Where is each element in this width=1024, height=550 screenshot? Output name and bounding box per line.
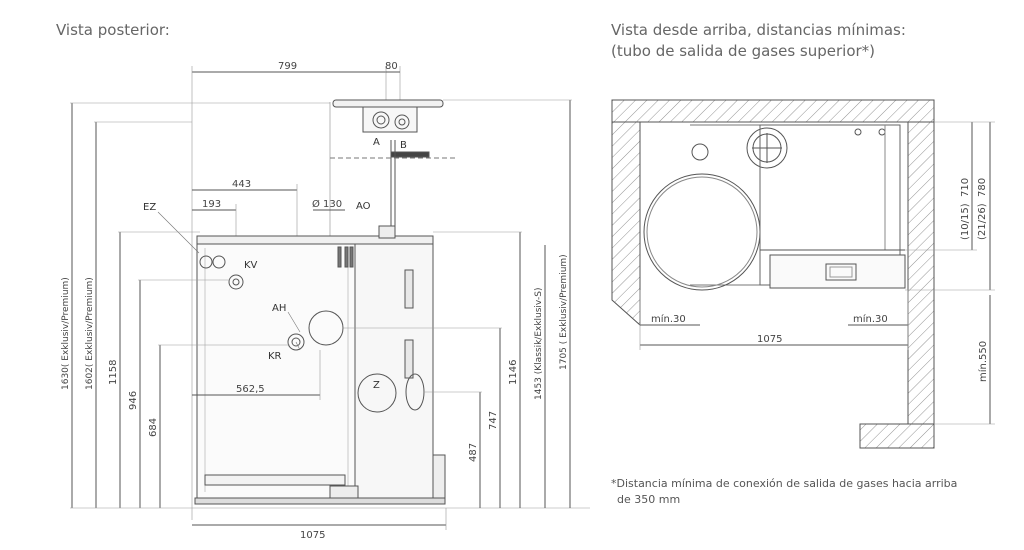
wall-top <box>611 99 935 123</box>
label-a: A <box>373 137 380 148</box>
connection-b <box>394 114 410 130</box>
dim-684: 684 <box>148 418 159 437</box>
dim-780: 780 <box>977 178 988 197</box>
dim-193: 193 <box>202 199 221 210</box>
flue-outlet-top <box>746 127 788 169</box>
dim-1158: 1158 <box>108 360 119 385</box>
kr-connection <box>287 333 305 351</box>
top-view-heading-line1: Vista desde arriba, distancias mínimas: <box>611 21 906 39</box>
dim-1453: 1453 (Klassik/Exklusiv-S) <box>534 288 544 401</box>
label-ah: AH <box>272 303 286 314</box>
dim-2126: (21/26) <box>977 203 988 240</box>
b-connector <box>390 151 430 158</box>
kv-connection <box>228 274 244 290</box>
z-connection <box>357 373 397 413</box>
label-z: Z <box>373 380 380 391</box>
dim-946: 946 <box>128 391 139 410</box>
side-opening <box>405 373 425 411</box>
dim-710: 710 <box>960 178 971 197</box>
footnote-line1: *Distancia mínima de conexión de salida … <box>611 477 958 490</box>
base-plate <box>194 497 446 505</box>
label-kv: KV <box>244 260 258 271</box>
connection-a <box>372 111 390 129</box>
control-display <box>825 263 857 281</box>
dim-1146: 1146 <box>508 360 519 385</box>
dim-min550: mín.550 <box>977 341 989 382</box>
label-kr: KR <box>268 351 282 362</box>
ez-conn-2 <box>212 255 226 269</box>
dim-1075-top: 1075 <box>757 334 782 345</box>
dim-80: 80 <box>385 61 398 72</box>
label-b: B <box>400 140 407 151</box>
boiler-body-right <box>354 235 434 499</box>
top-connection-box <box>362 106 418 133</box>
dim-1705: 1705 ( Exklusiv/Premium) <box>559 254 569 370</box>
tank-port <box>691 143 709 161</box>
dim-799: 799 <box>278 61 297 72</box>
top-view-heading: Vista desde arriba, distancias mínimas: … <box>611 20 906 62</box>
wall-right <box>907 121 935 425</box>
dim-130: Ø 130 <box>312 198 342 210</box>
ez-conn-1 <box>199 255 213 269</box>
label-ao: AO <box>356 201 371 212</box>
top-view-drawing <box>611 99 995 449</box>
dim-min30-right: mín.30 <box>853 313 888 325</box>
footnote-line2: de 350 mm <box>617 493 681 506</box>
flue-collar <box>378 225 396 239</box>
label-ez: EZ <box>143 202 156 213</box>
dim-443: 443 <box>232 179 251 190</box>
wall-bottom <box>859 423 935 449</box>
dim-1630: 1630( Exklusiv/Premium) <box>61 277 71 390</box>
dim-min30-left: mín.30 <box>651 313 686 325</box>
dim-487: 487 <box>468 443 479 462</box>
top-view-heading-line2: (tubo de salida de gases superior*) <box>611 42 876 60</box>
boiler-body-left <box>196 235 356 499</box>
boiler-control-panel <box>769 254 906 289</box>
dim-747: 747 <box>488 411 499 430</box>
storage-tank <box>643 173 761 291</box>
dim-1015: (10/15) <box>960 203 971 240</box>
top-flue-plate <box>332 99 444 108</box>
rear-view-drawing <box>70 66 590 530</box>
dim-1602: 1602( Exklusiv/Premium) <box>85 277 95 390</box>
dim-1075-bottom: 1075 <box>300 530 325 541</box>
footnote: *Distancia mínima de conexión de salida … <box>611 476 991 508</box>
dim-5625: 562,5 <box>236 384 265 395</box>
rear-view-heading: Vista posterior: <box>56 21 170 39</box>
wall-left <box>611 121 641 327</box>
